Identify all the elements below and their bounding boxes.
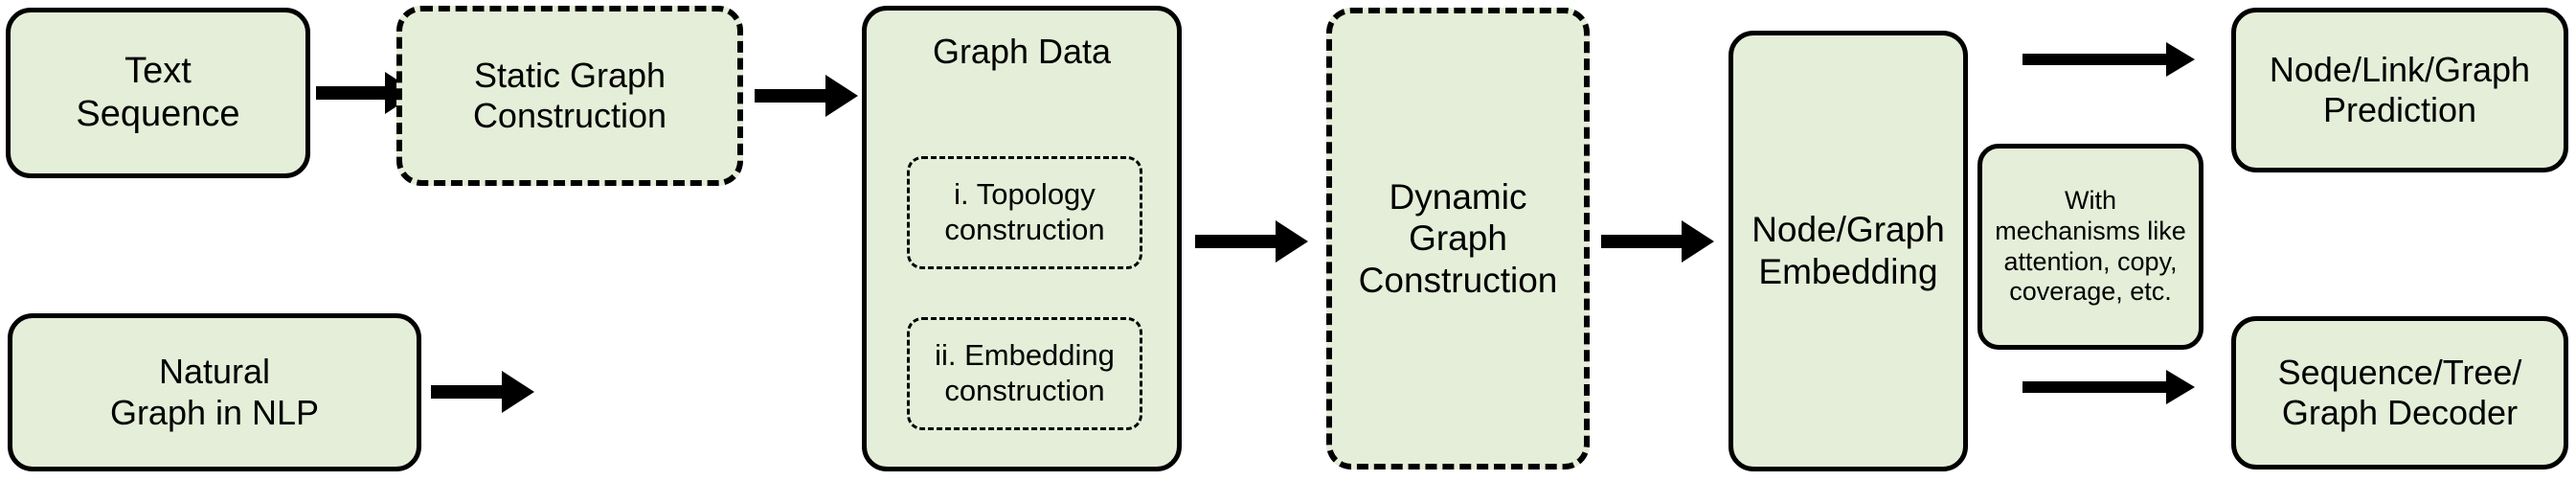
node-dynamic-graph-construction[interactable]: Dynamic Graph Construction <box>1326 8 1590 470</box>
node-topology-construction[interactable]: i. Topology construction <box>907 156 1142 269</box>
arrow-head <box>2166 370 2195 404</box>
arrow-shaft <box>755 89 827 103</box>
node-dynamic-graph-construction-label: Dynamic Graph Construction <box>1358 176 1558 300</box>
arrow-head <box>825 75 858 117</box>
node-text-sequence[interactable]: Text Sequence <box>6 8 310 178</box>
node-static-graph-construction-label: Static Graph Construction <box>472 55 667 135</box>
node-embedding-construction-label: ii. Embedding construction <box>935 338 1115 407</box>
node-node-graph-embedding-label: Node/Graph Embedding <box>1751 210 1945 291</box>
node-topology-construction-label: i. Topology construction <box>944 177 1105 246</box>
node-natural-graph-in-nlp-label: Natural Graph in NLP <box>109 352 320 432</box>
node-text-sequence-label: Text Sequence <box>76 51 240 134</box>
node-decoder-label: Sequence/Tree/ Graph Decoder <box>2277 352 2522 432</box>
arrow-head <box>502 371 534 413</box>
node-graph-data[interactable]: Graph Data i. Topology construction ii. … <box>862 6 1182 471</box>
node-mechanisms[interactable]: With mechanisms like attention, copy, co… <box>1977 144 2203 350</box>
arrow-shaft <box>1195 235 1277 248</box>
node-static-graph-construction[interactable]: Static Graph Construction <box>396 6 743 186</box>
node-graph-data-title: Graph Data <box>932 32 1112 71</box>
arrow-shaft <box>2022 54 2168 65</box>
node-node-graph-embedding[interactable]: Node/Graph Embedding <box>1729 31 1968 471</box>
node-mechanisms-label: With mechanisms like attention, copy, co… <box>1995 185 2186 307</box>
arrow-head <box>2166 42 2195 77</box>
arrow-shaft <box>431 385 504 399</box>
arrow-head <box>1682 220 1714 263</box>
arrow-head <box>1276 220 1308 263</box>
arrow-shaft <box>316 86 387 100</box>
node-decoder[interactable]: Sequence/Tree/ Graph Decoder <box>2231 316 2568 470</box>
node-prediction-label: Node/Link/Graph Prediction <box>2269 49 2531 129</box>
arrow-shaft <box>1601 235 1683 248</box>
node-natural-graph-in-nlp[interactable]: Natural Graph in NLP <box>8 313 421 471</box>
node-prediction[interactable]: Node/Link/Graph Prediction <box>2231 8 2568 172</box>
node-embedding-construction[interactable]: ii. Embedding construction <box>907 317 1142 430</box>
arrow-shaft <box>2022 381 2168 393</box>
